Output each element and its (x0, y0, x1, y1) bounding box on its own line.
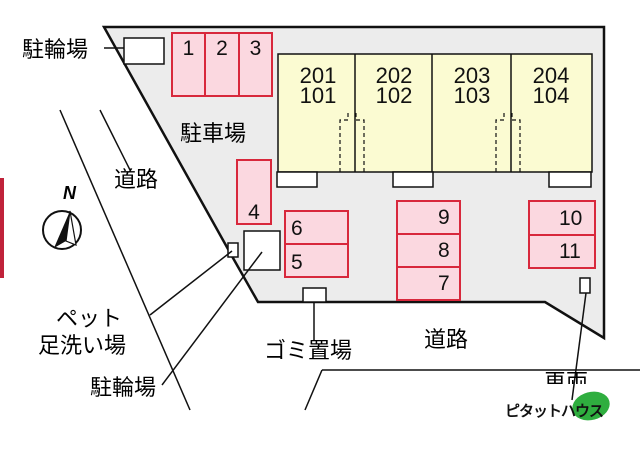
brand-logo-text: ピタットハウス (505, 402, 604, 420)
compass-north-label: N (63, 183, 76, 203)
parking-label-11: 11 (559, 240, 581, 263)
apartment-building (276, 53, 593, 188)
road-label-left: 道路 (114, 168, 159, 193)
bike-parking-label-bottom: 駐輪場 (90, 376, 157, 401)
road-lines (59, 109, 640, 411)
parking-label-1: 1 (182, 37, 195, 60)
side-marker (0, 178, 4, 278)
brand-logo-leaf (572, 391, 610, 421)
parking-space-8 (396, 233, 461, 268)
compass (42, 210, 82, 250)
parking-label-8: 8 (438, 239, 450, 262)
bike-parking-box-top (123, 37, 165, 65)
parking-label-9: 9 (438, 206, 450, 229)
cut-off-label: 車両 (544, 372, 588, 384)
road-label-bottom: 道路 (424, 328, 469, 353)
parking-space-9 (396, 200, 461, 235)
parking-label-10: 10 (559, 207, 583, 230)
garbage-box (302, 287, 327, 303)
parking-label-5: 5 (291, 251, 303, 274)
parking-space-7 (396, 266, 461, 301)
parking-space-4 (236, 159, 272, 225)
pet-wash-label-line1: ペット (56, 307, 123, 332)
parking-spaces (171, 32, 596, 301)
parking-space-10 (528, 200, 596, 236)
pet-wash-box (227, 242, 239, 258)
parking-lot-label: 駐車場 (180, 122, 247, 147)
parking-label-3: 3 (249, 37, 262, 60)
parking-label-2: 2 (216, 37, 228, 60)
parking-label-4: 4 (248, 201, 260, 224)
parking-space-5 (284, 243, 349, 278)
bike-parking-label-top: 駐輪場 (22, 38, 89, 63)
parking-space-2 (204, 32, 240, 97)
garbage-label: ゴミ置場 (264, 339, 353, 364)
parking-label-7: 7 (438, 272, 450, 295)
bike-parking-box-bottom (243, 230, 281, 271)
parking-label-6: 6 (291, 217, 303, 240)
parking-space-11 (528, 234, 596, 269)
meter-box (579, 277, 591, 294)
pet-wash-label-line2: 足洗い場 (38, 334, 127, 359)
parking-space-6 (284, 210, 349, 245)
parking-space-3 (238, 32, 273, 97)
